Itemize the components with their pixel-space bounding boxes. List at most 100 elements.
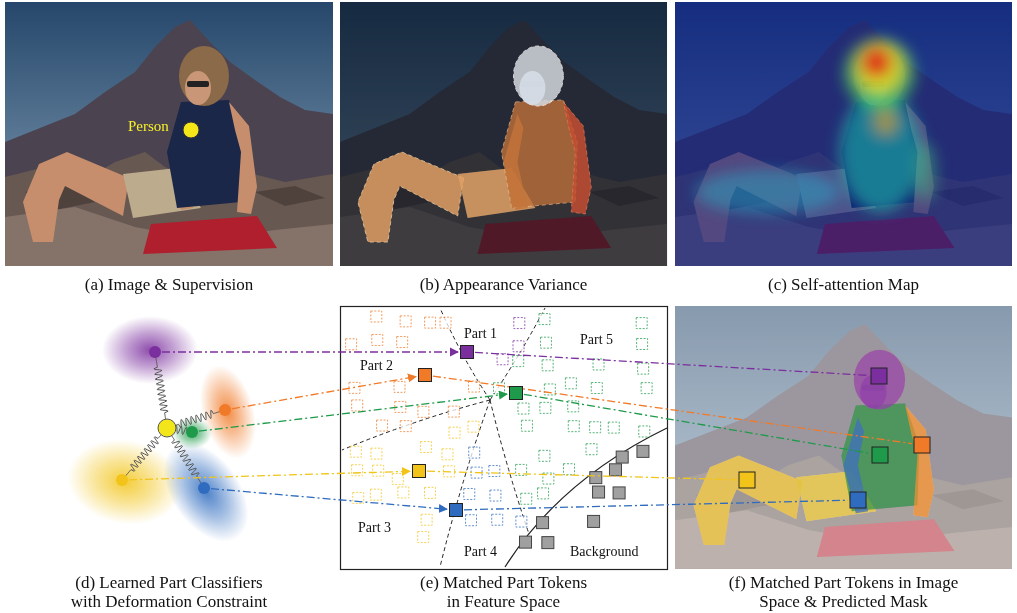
token: [521, 420, 532, 431]
token: [377, 420, 388, 431]
token: [638, 363, 649, 374]
token: [497, 354, 508, 365]
token: [371, 311, 382, 322]
point-supervision: [183, 122, 199, 138]
token: [540, 402, 551, 413]
match-arrow: [129, 471, 410, 480]
heatmap: [696, 38, 936, 214]
spring: [122, 428, 167, 480]
token: [448, 406, 459, 417]
token: [370, 489, 381, 500]
match-arrow: [199, 394, 507, 431]
match-arrow: [162, 351, 458, 352]
classifier-center: [116, 474, 128, 486]
feature-tokens: [346, 311, 653, 549]
token: [371, 448, 382, 459]
panel-caption: (e) Matched Part Tokens in Feature Space: [414, 573, 594, 611]
panel-caption: (f) Matched Part Tokens in Image Space &…: [713, 573, 975, 611]
token: [520, 536, 532, 548]
match-line: [427, 471, 737, 480]
token: [449, 427, 460, 438]
token: [398, 487, 409, 498]
token: [609, 464, 621, 476]
token: [513, 341, 524, 352]
panel-caption: (a) Image & Supervision: [5, 275, 333, 294]
figure-panel: (f) Matched Part Tokens in Image Space &…: [675, 306, 1012, 611]
figure-panel: (a) Image & Supervision: [5, 2, 333, 294]
token: [425, 487, 436, 498]
token: [421, 514, 432, 525]
token: [542, 360, 553, 371]
token: [521, 493, 532, 504]
match-line: [475, 352, 869, 375]
part-region: [563, 102, 591, 214]
figure-panel: (d) Learned Part Classifiers with Deform…: [5, 306, 333, 611]
illustration-part: [440, 308, 490, 400]
part-region: [519, 71, 545, 105]
token: [542, 537, 554, 549]
token: [513, 356, 524, 367]
classifier-center: [219, 404, 231, 416]
illustration-part: [440, 400, 490, 567]
token: [588, 515, 600, 527]
illustration-part: [839, 92, 921, 212]
token: [468, 381, 479, 392]
part-label: Part 4: [462, 544, 499, 560]
token: [565, 378, 576, 389]
figure-panel: (c) Self-attention Map: [675, 2, 1012, 294]
token: [539, 314, 550, 325]
token: [418, 532, 429, 543]
token: [494, 383, 505, 394]
matched-token: [413, 465, 426, 478]
matched-token-image: [739, 472, 755, 488]
photo-panel: [340, 2, 667, 266]
token: [637, 445, 649, 457]
match-line: [433, 376, 912, 443]
token: [636, 318, 647, 329]
classifier-blob: [190, 359, 265, 465]
matched-token-image: [850, 492, 866, 508]
photo: [675, 2, 1012, 266]
token: [468, 421, 479, 432]
part-label: Part 5: [578, 332, 615, 348]
illustration-part: [116, 346, 231, 494]
dark-overlay: [340, 2, 667, 266]
photo: [675, 306, 1012, 569]
background-boundary: [505, 428, 667, 567]
mask-region: [854, 350, 905, 410]
feature-space-frame: [341, 307, 668, 570]
match-arrow: [232, 377, 416, 409]
illustration-part: [696, 170, 840, 214]
classifier-center: [198, 482, 210, 494]
mask-region: [843, 418, 868, 514]
token: [514, 318, 525, 329]
matching-lines: [129, 352, 912, 510]
token: [593, 486, 605, 498]
token: [464, 488, 475, 499]
token: [590, 422, 601, 433]
photo-panel: [675, 2, 1012, 266]
token: [518, 403, 529, 414]
token: [394, 381, 405, 392]
illustration-part: [873, 108, 898, 136]
token: [613, 487, 625, 499]
token: [616, 451, 628, 463]
matched-token-image: [872, 447, 888, 463]
token: [537, 517, 549, 529]
matched-token: [510, 387, 523, 400]
token: [392, 473, 403, 484]
token: [373, 465, 384, 476]
token: [440, 317, 451, 328]
token: [516, 516, 527, 527]
photo: [5, 2, 333, 266]
illustration-part: [861, 46, 892, 78]
classifier-center: [149, 346, 161, 358]
token: [466, 515, 477, 526]
part-label: Part 1: [462, 326, 499, 342]
deformation-springs: [122, 352, 225, 488]
spring: [154, 352, 168, 428]
heatmap-base: [675, 2, 1012, 266]
token: [489, 466, 500, 477]
token: [590, 472, 602, 484]
